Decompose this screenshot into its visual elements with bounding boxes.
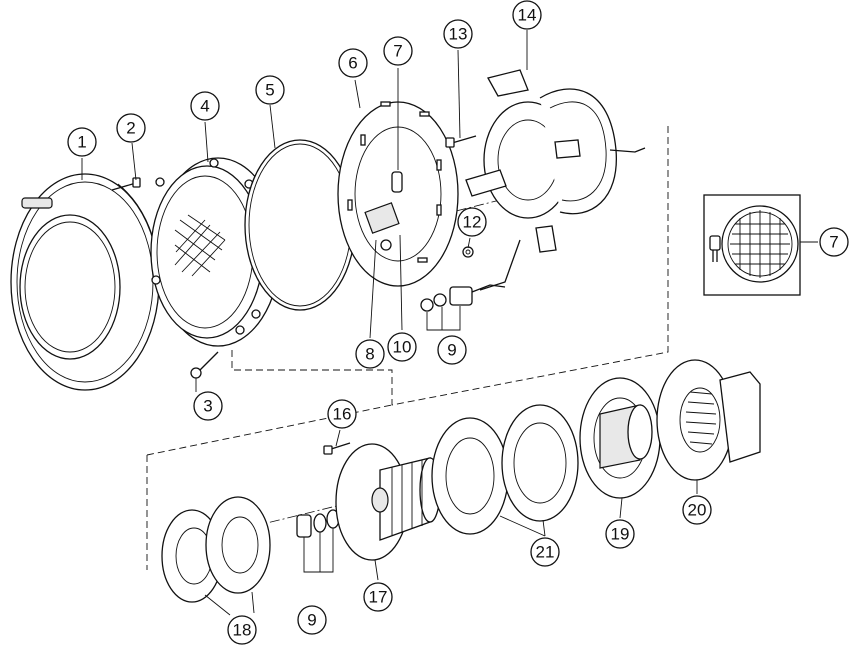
callout-3: 3 — [193, 391, 223, 421]
callout-5: 5 — [255, 75, 285, 105]
niche-body — [656, 359, 761, 481]
svg-text:14: 14 — [518, 6, 537, 25]
svg-text:8: 8 — [365, 345, 374, 364]
callout-10: 10 — [387, 332, 417, 362]
svg-text:2: 2 — [126, 119, 135, 138]
o-ring-gasket — [244, 139, 356, 311]
inset-box-bulb-reflector — [703, 194, 801, 296]
front-trim-ring — [10, 173, 160, 391]
callout-21: 21 — [530, 537, 560, 567]
svg-text:20: 20 — [688, 501, 707, 520]
perforated-grid — [730, 210, 790, 278]
svg-text:5: 5 — [265, 81, 274, 100]
logo-badge — [21, 197, 53, 209]
bulb-socket — [364, 202, 400, 234]
callout-2: 2 — [116, 113, 146, 143]
callout-14: 14 — [512, 0, 542, 30]
svg-text:13: 13 — [449, 25, 468, 44]
callout-16: 16 — [327, 399, 357, 429]
svg-text:7: 7 — [393, 42, 402, 61]
svg-text:18: 18 — [233, 621, 252, 640]
callout-8: 8 — [355, 339, 385, 369]
threaded-niche-flange — [335, 443, 441, 561]
svg-text:4: 4 — [200, 97, 209, 116]
svg-text:16: 16 — [333, 405, 352, 424]
callout-13: 13 — [443, 19, 473, 49]
clamp-ring — [579, 377, 661, 499]
callout-9-upper: 9 — [437, 335, 467, 365]
cable-gland-lower — [296, 509, 340, 538]
cable-nut — [462, 246, 474, 258]
assembly-boundary — [146, 122, 669, 570]
callout-4: 4 — [190, 91, 220, 121]
svg-text:17: 17 — [369, 588, 388, 607]
flange-screw — [323, 442, 351, 455]
bracket-screw — [445, 135, 477, 148]
svg-text:21: 21 — [536, 543, 555, 562]
svg-text:9: 9 — [307, 611, 316, 630]
callout-labels: 1 2 3 4 5 6 7 7 8 9 9 10 12 13 14 16 17 … — [67, 0, 849, 645]
callout-19: 19 — [605, 519, 635, 549]
leader-lines — [81, 30, 818, 616]
lens-grid — [174, 214, 226, 277]
callout-6: 6 — [338, 48, 368, 78]
callout-12: 12 — [457, 207, 487, 237]
cable-gland-upper — [420, 284, 506, 312]
svg-text:19: 19 — [611, 525, 630, 544]
trim-screw — [111, 177, 141, 191]
svg-text:1: 1 — [77, 133, 86, 152]
svg-text:3: 3 — [203, 397, 212, 416]
wall-gasket-pair — [161, 496, 271, 603]
callout-20: 20 — [682, 495, 712, 525]
callout-18: 18 — [227, 615, 257, 645]
body-screw — [190, 351, 219, 379]
svg-text:7: 7 — [829, 233, 838, 252]
flat-gasket-pair — [431, 404, 579, 535]
callout-9-lower: 9 — [297, 605, 327, 635]
mounting-bracket — [465, 69, 646, 291]
callout-7-inset: 7 — [819, 227, 849, 257]
callout-7-bulb: 7 — [383, 36, 413, 66]
bulb — [391, 171, 403, 193]
svg-text:9: 9 — [447, 341, 456, 360]
callout-17: 17 — [363, 582, 393, 612]
callout-1: 1 — [67, 127, 97, 157]
svg-text:6: 6 — [348, 54, 357, 73]
svg-text:12: 12 — [463, 213, 482, 232]
svg-text:10: 10 — [393, 338, 412, 357]
